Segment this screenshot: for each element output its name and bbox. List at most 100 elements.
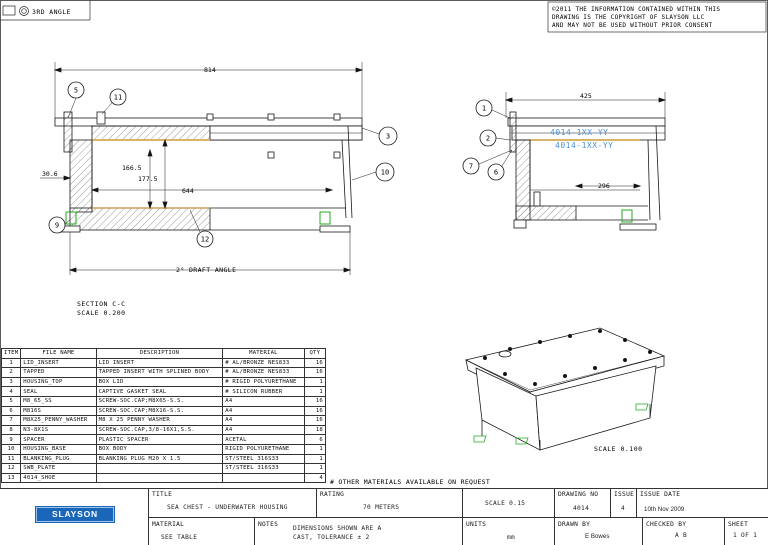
copyright-line-1: ©2011 THE INFORMATION CONTAINED WITHIN T… (552, 6, 720, 13)
bom-item: 9 (0, 434, 22, 445)
balloon-9: 9 (55, 222, 59, 230)
bom-qty: 16 (303, 405, 327, 417)
bom-description: PLASTIC SPACER (95, 434, 224, 445)
issue-date-cell: ISSUE DATE 10th Nov 2009 (636, 488, 768, 518)
bom-qty: 16 (303, 395, 327, 407)
bom-material: # AL/BRONZE NES833 (222, 357, 305, 369)
checked-by-value: A B (675, 532, 688, 539)
material-cell: MATERIAL SEE TABLE (148, 518, 254, 545)
bom-material: ST/STEEL 316S33 (222, 463, 305, 474)
bom-description: BOX LID (95, 376, 224, 388)
bom-item: 5 (0, 395, 22, 407)
bom-file-name: M816S (20, 405, 97, 417)
bom-description: TAPPED INSERT WITH SPLINED BODY (95, 367, 224, 378)
bom-item: 13 (0, 472, 22, 484)
bom-qty: 4 (303, 472, 327, 484)
bom-file-name: SEAL (20, 386, 97, 397)
bom-description: SCREW-SOC.CAP;M8X16-S.S. (95, 405, 224, 417)
bom-file-name: M8X25_PENNY_WASHER (20, 415, 97, 426)
units-cell: UNITS mm (462, 518, 554, 545)
bom-file-name: 4014_SHOE (20, 472, 97, 484)
checked-by-label: CHECKED BY (646, 521, 687, 528)
bom-file-name: SPACER (20, 434, 97, 445)
bom-qty: 1 (303, 453, 327, 465)
drawn-by-label: DRAWN BY (558, 521, 591, 528)
projection-symbol (2, 5, 29, 16)
bom-header-qty: QTY (303, 348, 327, 359)
bom-description: SCREW-SOC.CAP,3/8-16X1,S.S. (95, 424, 224, 436)
issue-date-value: 10th Nov 2009 (644, 506, 685, 513)
bom-material: # AL/BRONZE NES833 (222, 367, 305, 378)
bom-item: 4 (0, 386, 22, 397)
title-label: TITLE (152, 491, 173, 498)
bom-file-name: BLANKING_PLUG (20, 453, 97, 465)
bom-description: M8 X 25 PENNY WASHER (95, 415, 224, 426)
bom-material: RIGID POLYURETHANE (222, 443, 305, 455)
bom-file-name: N3-8X1S (20, 424, 97, 436)
balloon-2: 2 (486, 135, 490, 143)
bom-header-row: ITEM FILE NAME DESCRIPTION MATERIAL QTY (0, 348, 327, 359)
bom-header-material: MATERIAL (222, 348, 305, 359)
bom-file-name: TAPPED (20, 367, 97, 378)
notes-label: NOTES (258, 521, 279, 528)
dim-draft-angle: 2° DRAFT ANGLE (176, 266, 236, 274)
balloon-6: 6 (494, 169, 498, 177)
bom-qty: 16 (303, 415, 327, 426)
units-value: mm (507, 534, 516, 541)
drawn-by-value: E Bowes (585, 533, 610, 540)
bom-qty: 1 (303, 463, 327, 474)
sheet-label: SHEET (728, 521, 749, 528)
bom-file-name: HOUSING_BASE (20, 443, 97, 455)
issue-cell: ISSUE 4 (610, 488, 636, 518)
bom-item: 10 (0, 443, 22, 455)
bom-qty: 1 (303, 386, 327, 397)
balloon-5: 5 (74, 87, 78, 95)
material-value: SEE TABLE (161, 534, 198, 541)
drawing-no-cell: DRAWING NO 4014 (554, 488, 610, 518)
notes-line-1: DIMENSIONS SHOWN ARE A (293, 525, 382, 532)
bom-qty: 18 (303, 424, 327, 436)
bom-item: 11 (0, 453, 22, 465)
bom-description: CAPTIVE GASKET SEAL (95, 386, 224, 397)
drawing-no-label: DRAWING NO (558, 491, 599, 498)
bom-header-file-name: FILE NAME (20, 348, 97, 359)
bom-header-description: DESCRIPTION (95, 348, 224, 359)
balloon-10: 10 (381, 169, 389, 177)
balloon-1: 1 (482, 105, 486, 113)
bom-material: # SILICON RUBBER (222, 386, 305, 397)
scale-cell: SCALE 0.15 (462, 488, 554, 518)
bom-item: 6 (0, 405, 22, 417)
rating-label: RATING (320, 491, 345, 498)
bom-description (95, 463, 224, 474)
copyright-box (547, 1, 767, 33)
issue-date-label: ISSUE DATE (640, 491, 681, 498)
bom-header-item: ITEM (0, 348, 22, 359)
section-title: SECTION C-C (77, 300, 126, 308)
drawn-by-cell: DRAWN BY E Bowes (554, 518, 642, 545)
bom-material: A4 (222, 405, 305, 417)
bom-description: SCREW-SOC.CAP;M8X65-S.S. (95, 395, 224, 407)
bom-material: A4 (222, 424, 305, 436)
notes-cell: NOTES DIMENSIONS SHOWN ARE A CAST, TOLER… (254, 518, 462, 545)
bill-of-materials: ITEM FILE NAME DESCRIPTION MATERIAL QTY … (0, 348, 327, 484)
bom-material: A4 (222, 395, 305, 407)
part-mark-2: 4014-1XX-YY (555, 141, 613, 150)
rating-cell: RATING 70 METERS (316, 488, 462, 518)
bom-material: ST/STEEL 316S33 (222, 453, 305, 465)
part-mark-1: 4014-1XX-YY (550, 128, 608, 137)
sheet-value: 1 OF 1 (733, 532, 758, 539)
bom-item: 1 (0, 357, 22, 369)
bom-material: # RIGID POLYURETHANE (222, 376, 305, 388)
units-label: UNITS (466, 521, 487, 528)
bom-item: 7 (0, 415, 22, 426)
section-scale: SCALE 0.200 (77, 309, 126, 317)
bom-description (95, 472, 224, 484)
material-label: MATERIAL (152, 521, 185, 528)
